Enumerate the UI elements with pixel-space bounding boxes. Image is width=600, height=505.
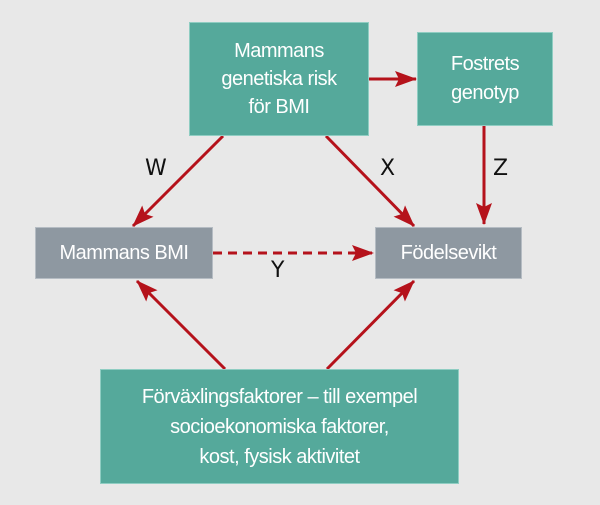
node-maternal-bmi: Mammans BMI (35, 227, 213, 279)
node-birth-weight: Födelsevikt (375, 227, 522, 279)
edge-label-w: W (145, 156, 167, 181)
node-confounders: Förväxlingsfaktorer – till exempel socio… (100, 369, 459, 484)
node-confounders-line-2: socioekonomiska faktorer, (170, 415, 389, 438)
node-genetic-risk-line-2: genetiska risk (221, 68, 337, 90)
node-fetal-genotype-line-2: genotyp (451, 82, 519, 104)
edge-label-z: Z (493, 156, 509, 181)
node-genetic-risk-line-1: Mammans (234, 40, 324, 62)
node-maternal-bmi-label: Mammans BMI (59, 241, 189, 264)
node-confounders-line-1: Förväxlingsfaktorer – till exempel (141, 385, 418, 408)
edge-confounders-to-birth (325, 279, 416, 371)
edge-label-x: X (380, 156, 396, 181)
node-genetic-risk: Mammans genetiska risk för BMI (189, 22, 369, 136)
edge-label-y: Y (271, 258, 285, 283)
edge-x (324, 134, 416, 228)
node-birth-weight-label: Födelsevikt (400, 241, 497, 264)
edge-confounders-to-bmi (135, 279, 227, 371)
node-fetal-genotype: Fostrets genotyp (417, 32, 553, 126)
node-genetic-risk-line-3: för BMI (248, 96, 310, 118)
node-confounders-line-3: kost, fysisk aktivitet (199, 445, 360, 468)
edge-w (131, 134, 225, 228)
node-fetal-genotype-line-1: Fostrets (450, 53, 520, 75)
